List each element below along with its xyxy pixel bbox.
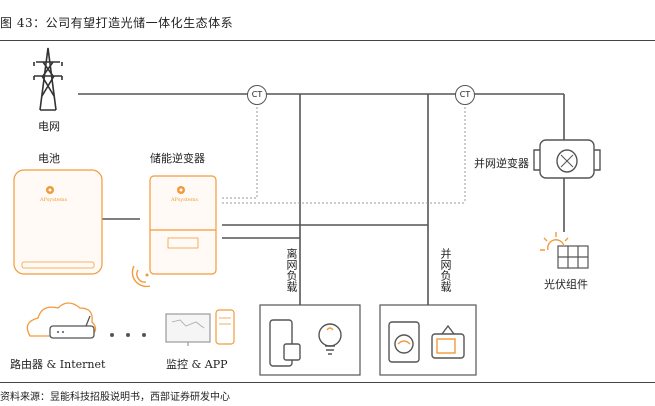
offgrid-load-label: 离网负载	[284, 248, 298, 296]
pv-modules-label: 光伏组件	[544, 278, 588, 291]
figure-title: 图 43：公司有望打造光储一体化生态体系	[0, 16, 234, 30]
top-rule	[0, 40, 655, 41]
source-note: 资料来源：昱能科技招股说明书，西部证券研发中心	[0, 392, 230, 403]
transmission-tower-icon	[33, 47, 63, 111]
inverter-logo-icon	[177, 186, 185, 194]
wiring	[78, 93, 565, 305]
appliance-icon	[269, 319, 301, 367]
ct-sensor-left: CT	[247, 85, 267, 105]
router-label: 路由器 & Internet	[10, 358, 106, 371]
pv-module-icon	[557, 245, 589, 269]
bottom-rule	[0, 382, 655, 383]
washing-machine-icon	[388, 321, 420, 363]
battery-label: 电池	[38, 152, 60, 165]
tv-icon	[431, 324, 465, 359]
monitor-label: 监控 & APP	[166, 358, 228, 371]
lightbulb-icon	[318, 323, 342, 355]
ct-signal-lines	[222, 103, 466, 204]
wifi-signal-icon	[131, 265, 151, 288]
ellipsis-dots	[110, 333, 146, 337]
offgrid-load-text: 离网负载	[285, 248, 298, 292]
monitor-app-icon	[165, 309, 235, 346]
ct-sensor-right: CT	[455, 85, 475, 105]
cloud-router-icon	[26, 302, 97, 339]
battery-logo-text: APsystems	[40, 197, 68, 203]
offgrid-load-box	[259, 304, 361, 376]
grid-inverter-label: 并网逆变器	[474, 157, 529, 170]
ongrid-load-text: 并网负载	[439, 248, 452, 292]
grid-inverter-icon	[533, 139, 601, 179]
storage-inverter-icon	[149, 175, 217, 275]
grid-label: 电网	[38, 120, 60, 133]
inverter-logo-text: APsystems	[171, 197, 199, 203]
ongrid-load-box	[379, 304, 477, 376]
battery-cabinet-icon	[13, 169, 103, 275]
ongrid-load-label: 并网负载	[438, 248, 452, 296]
battery-logo-icon	[46, 186, 54, 194]
storage-inverter-label: 储能逆变器	[150, 152, 205, 165]
sun-icon	[540, 232, 569, 251]
